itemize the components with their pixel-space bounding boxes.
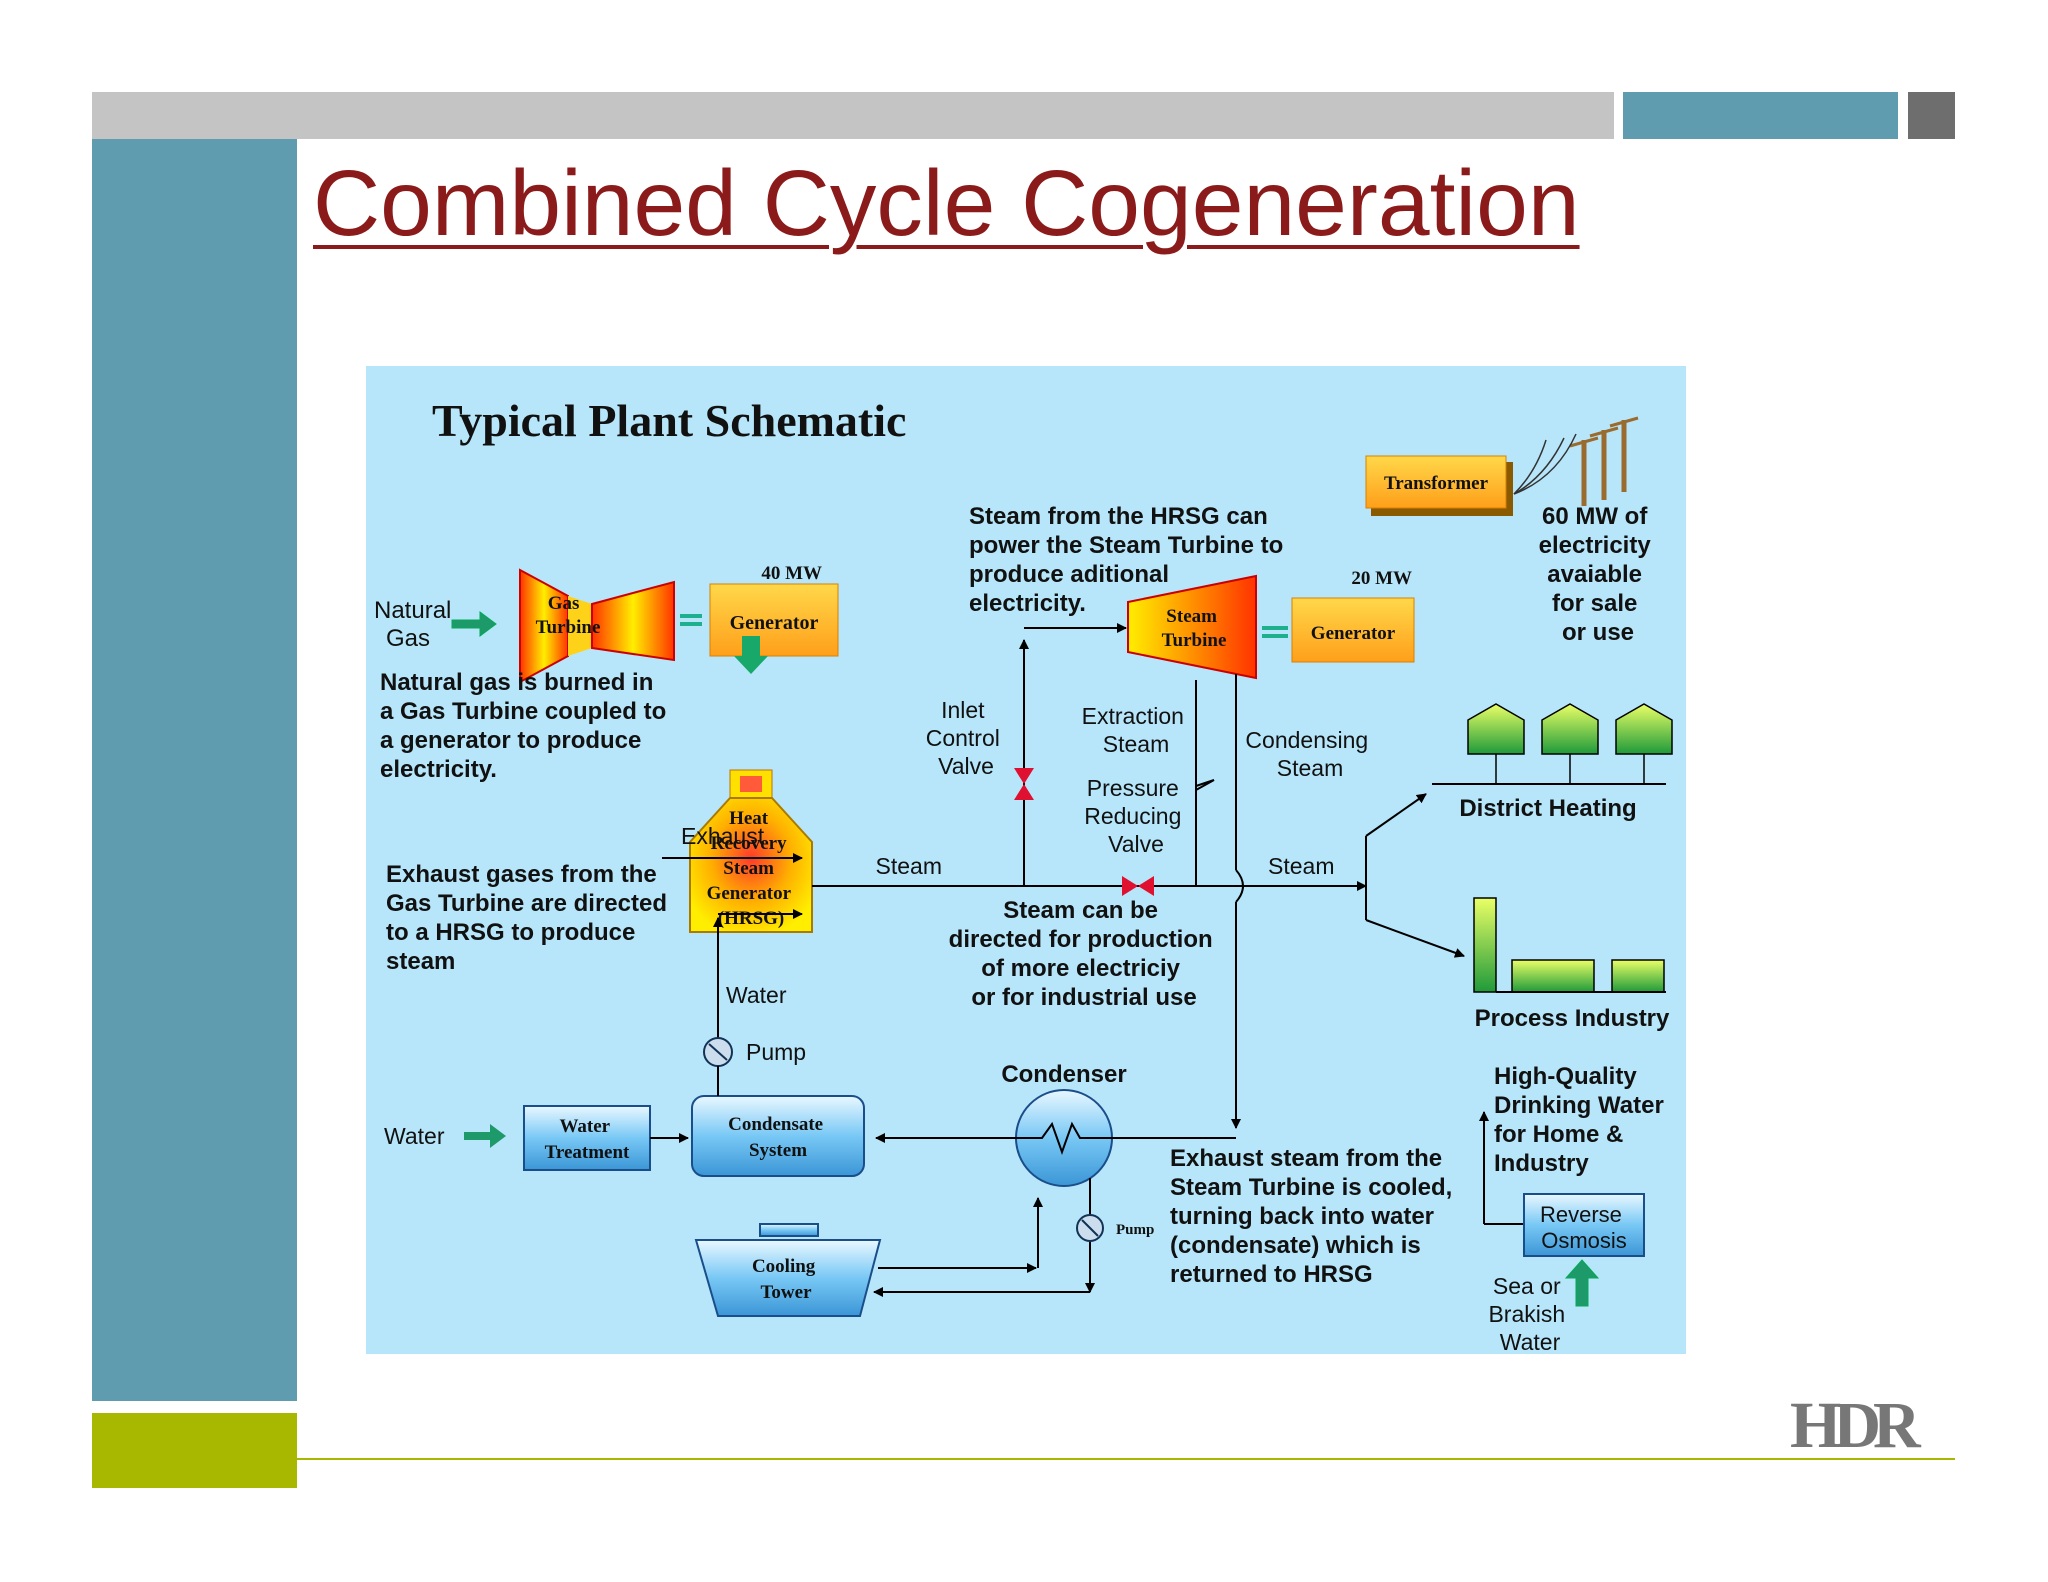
left-olive-block [92, 1413, 297, 1488]
steam-hrsg-note: Steam from the HRSG can power the Steam … [969, 503, 1290, 617]
gas-generator: Generator [709, 583, 839, 657]
sea-water-arrow-icon [1564, 1259, 1600, 1307]
plant-schematic: Typical Plant Schematic Natural Gas Gas … [366, 366, 1686, 1354]
exhaust-label: Exhaust [681, 823, 765, 849]
mw-40-label: 40 MW [761, 563, 822, 584]
svg-text:Cooling Tower: Cooling Tower [752, 1256, 820, 1303]
svg-text:Generator: Generator [730, 612, 819, 634]
condensing-steam-label: Condensing Steam [1245, 727, 1374, 781]
svg-text:Transformer: Transformer [1384, 473, 1489, 494]
water-up-label: Water [726, 982, 787, 1008]
svg-text:Reverse Osmosis: Reverse Osmosis [1540, 1202, 1628, 1253]
steam-right-label: Steam [1268, 853, 1334, 879]
top-dark-square [1908, 92, 1955, 139]
steam-turbine: Steam Turbine [1127, 574, 1257, 680]
condensate-system-box: Condensate System [691, 1095, 865, 1177]
water-input-arrow-icon [464, 1124, 506, 1148]
gas-turbine: Gas Turbine [519, 568, 675, 684]
steam-generator: Generator [1291, 597, 1415, 663]
extraction-steam-label: Extraction Steam [1082, 703, 1191, 757]
reverse-osmosis-box: Reverse Osmosis [1523, 1193, 1645, 1257]
sea-water-label: Sea or Brakish Water [1488, 1273, 1571, 1354]
slide-title: Combined Cycle Cogeneration [313, 151, 1580, 255]
drinking-water-note: High-Quality Drinking Water for Home & I… [1494, 1063, 1670, 1177]
condenser-icon [1015, 1089, 1113, 1187]
svg-text:Gas Turbine: Gas Turbine [536, 593, 601, 638]
natural-gas-note: Natural gas is burned in a Gas Turbine c… [380, 669, 673, 783]
top-gray-bar [92, 92, 1614, 139]
top-teal-bar [1623, 92, 1898, 139]
inlet-valve-icon [1014, 768, 1034, 800]
cooling-tower: Cooling Tower [694, 1223, 882, 1317]
svg-text:Condensate System: Condensate System [728, 1114, 828, 1161]
water-in-label: Water [384, 1123, 445, 1149]
bottom-olive-line [297, 1458, 1955, 1460]
exhaust-steam-note: Exhaust steam from the Steam Turbine is … [1170, 1145, 1459, 1288]
pressure-valve-icon [1195, 779, 1215, 791]
steam-directed-note: Steam can be directed for production of … [949, 897, 1220, 1011]
small-pump-label: Pump [1116, 1222, 1154, 1238]
process-industry-icon [1473, 897, 1666, 993]
svg-text:Water Treatment: Water Treatment [545, 1116, 630, 1163]
district-heating-label: District Heating [1459, 795, 1636, 822]
mw-20-label: 20 MW [1351, 568, 1412, 589]
pressure-valve-label: Pressure Reducing Valve [1084, 775, 1188, 857]
pump-icon [703, 1037, 733, 1067]
district-heating-houses-icon [1432, 703, 1673, 785]
process-industry-label: Process Industry [1475, 1005, 1670, 1032]
exhaust-note: Exhaust gases from the Gas Turbine are d… [386, 861, 674, 975]
left-teal-bar [92, 139, 297, 1401]
water-treatment-box: Water Treatment [523, 1105, 651, 1171]
small-pump-icon [1076, 1214, 1104, 1242]
inlet-valve-label: Inlet Control Valve [926, 697, 1007, 779]
header-valve-icon [1122, 876, 1154, 896]
steam-left-label: Steam [876, 853, 942, 879]
schematic-title: Typical Plant Schematic [432, 395, 906, 446]
svg-text:Generator: Generator [1311, 623, 1396, 644]
condenser-label: Condenser [1001, 1061, 1126, 1088]
hdr-logo: HDR [1790, 1389, 1921, 1462]
transformer: Transformer [1365, 455, 1513, 516]
natural-gas-label: Natural Gas [374, 597, 458, 652]
power-lines-icon [1513, 416, 1639, 506]
svg-text:Steam Turbine: Steam Turbine [1162, 606, 1227, 651]
stack-arrow-icon [734, 636, 768, 674]
pump-label: Pump [746, 1039, 806, 1065]
sixty-mw-note: 60 MW of electricity avaiable for sale o… [1539, 503, 1658, 646]
gas-input-arrow-icon [451, 611, 497, 637]
